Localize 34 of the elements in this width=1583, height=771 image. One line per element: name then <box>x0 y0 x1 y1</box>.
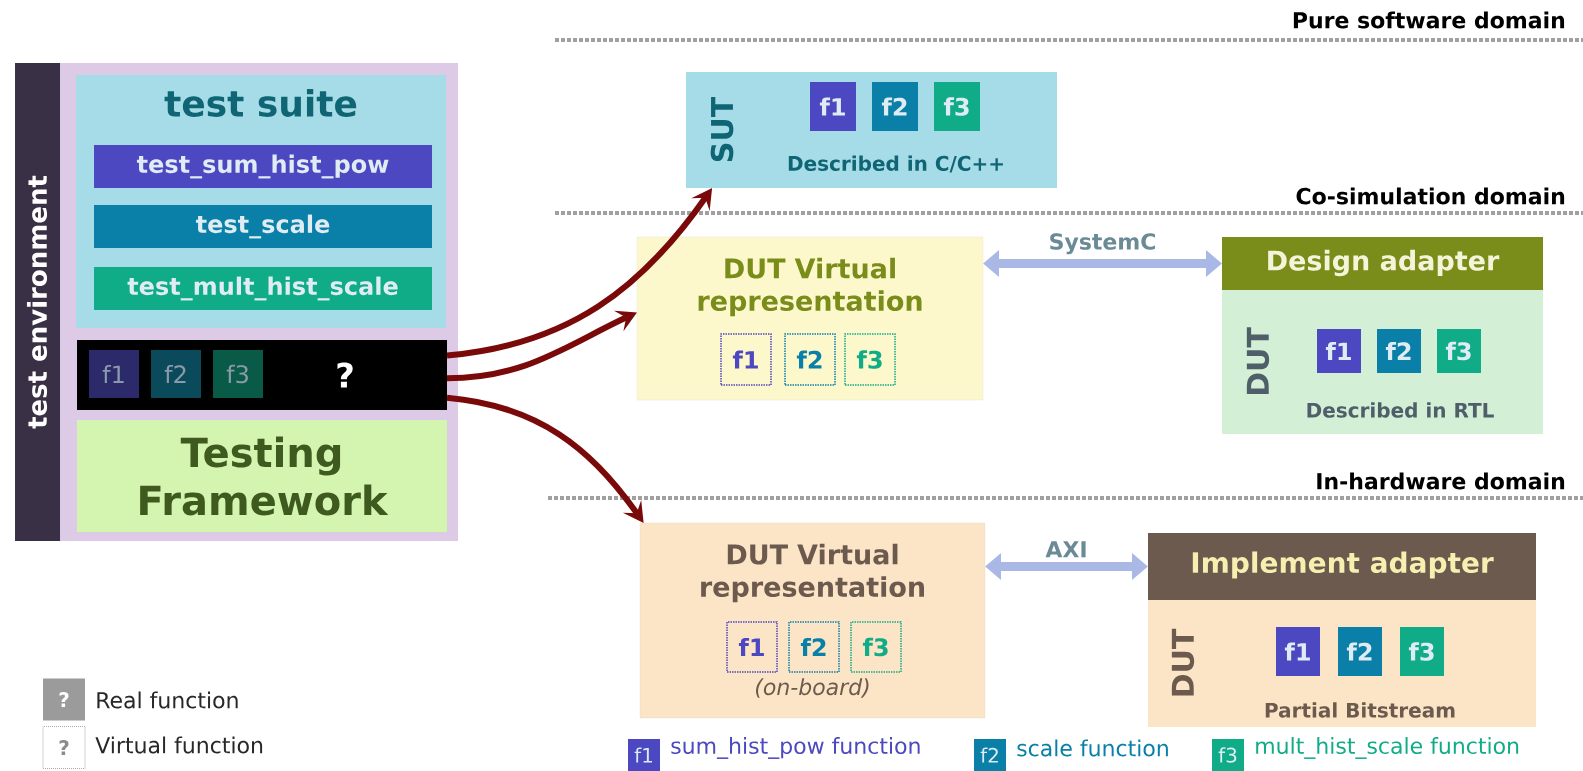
function-box: f1 <box>1317 329 1361 373</box>
legend-sample: ? <box>43 678 85 721</box>
virtual-function-box: f2 <box>784 333 836 386</box>
domain-heading: Pure software domain <box>1293 11 1565 29</box>
function-box: f3 <box>1437 329 1481 373</box>
legend-text: scale function <box>1017 739 1168 757</box>
edge-label: AXI <box>1045 541 1086 558</box>
virtual-function-box: f3 <box>844 333 896 386</box>
function-box: f3 <box>213 350 263 398</box>
legend-text: Real function <box>97 691 238 709</box>
function-box: f2 <box>872 82 918 131</box>
virtual-function-box: f2 <box>788 621 840 673</box>
function-box: f2 <box>1338 627 1382 676</box>
legend-text: sum_hist_pow function <box>671 737 920 759</box>
domain-heading: In-hardware domain <box>1317 472 1565 490</box>
test-case-bar: test_sum_hist_pow <box>94 145 432 188</box>
function-box: f1 <box>1276 627 1320 676</box>
function-box: f1 <box>810 82 856 131</box>
edge-label: SystemC <box>1050 233 1155 255</box>
test-case-bar: test_mult_hist_scale <box>94 267 432 310</box>
function-box: f2 <box>1377 329 1421 373</box>
function-box: f3 <box>1400 627 1444 676</box>
legend-text: mult_hist_scale function <box>1256 737 1519 759</box>
legend-sample: ? <box>42 726 86 769</box>
test-case-bar: test_scale <box>94 205 432 248</box>
virtual-function-box: f3 <box>850 621 902 673</box>
domain-heading: Co-simulation domain <box>1296 187 1565 205</box>
virtual-function-box: f1 <box>726 621 778 673</box>
function-box: f1 <box>89 350 139 398</box>
function-box: f2 <box>151 350 201 398</box>
legend-text: Virtual function <box>95 736 263 754</box>
virtual-function-box: f1 <box>720 333 772 386</box>
framework-panel: Testing Framework <box>77 420 447 532</box>
function-box: f3 <box>934 82 980 131</box>
